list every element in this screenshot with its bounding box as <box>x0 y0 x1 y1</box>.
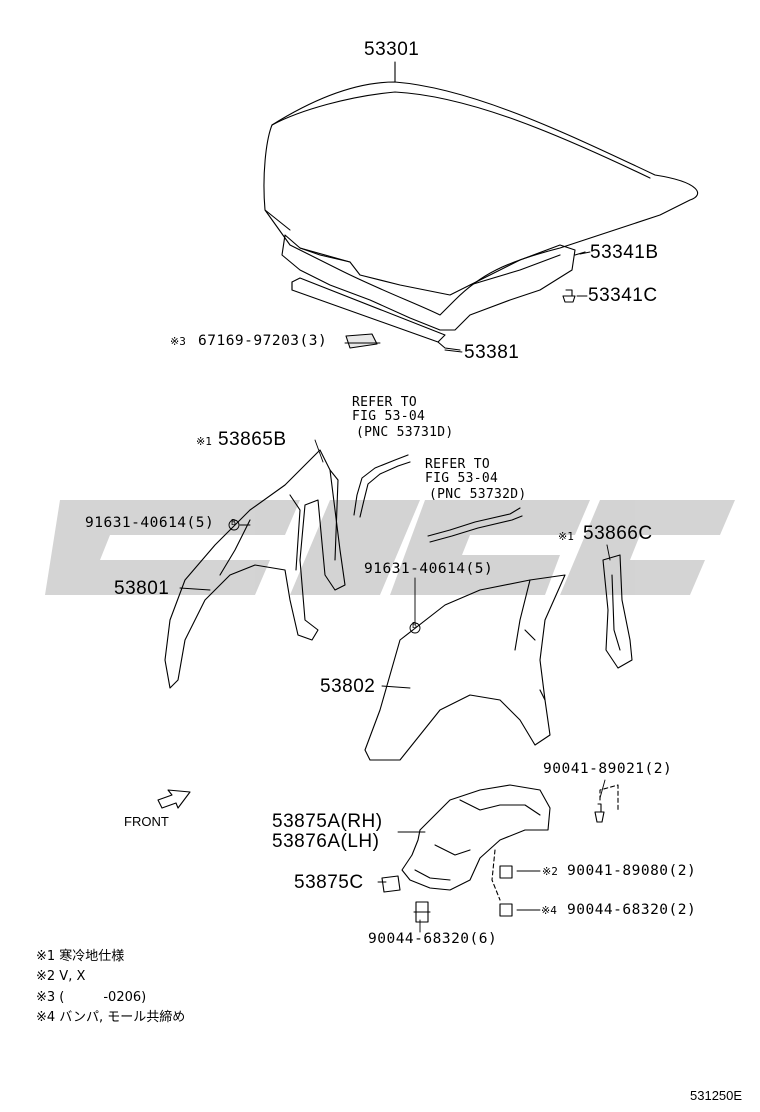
marker-b-1 <box>228 519 240 531</box>
label-liner-screw: 91631-40614(5) <box>85 515 215 531</box>
fender-liner-drawing <box>164 449 346 689</box>
note-3: ※3 ( -0206) <box>36 990 147 1005</box>
label-clip-d: 90044-68320(6) <box>368 931 498 947</box>
label-lock-support: 53381 <box>464 342 520 363</box>
note-4: ※4 バンパ, モール共締め <box>36 1010 186 1025</box>
label-liner-seal-mark: ※1 <box>196 435 212 448</box>
label-seal-rh-mark: ※1 <box>558 530 574 543</box>
label-fender: 53802 <box>320 676 376 697</box>
label-clip-b-mark: ※2 <box>542 865 558 878</box>
label-splash-lh: 53876A(LH) <box>272 831 380 852</box>
insulator-clip-drawing <box>562 289 576 303</box>
label-clip-b: 90041-89080(2) <box>567 863 697 879</box>
label-refer-b-2: FIG 53-04 <box>425 471 499 486</box>
label-refer-b-3: (PNC 53732D) <box>429 487 527 502</box>
refer-a-hose <box>353 454 411 518</box>
label-hood-seal-clip: 67169-97203(3) <box>198 333 328 349</box>
marker-b-2 <box>409 622 421 634</box>
clip-c-drawing <box>499 903 513 917</box>
label-splash-clip: 53875C <box>294 872 364 893</box>
label-seal-mark: ※3 <box>170 335 186 348</box>
leader-lines <box>179 251 611 933</box>
fender-drawing <box>364 574 566 761</box>
clip-b-drawing <box>499 865 513 879</box>
seal-clip-drawing <box>345 333 378 349</box>
label-clip-c: 90044-68320(2) <box>567 902 697 918</box>
clip-b-dash <box>491 849 501 901</box>
label-hood: 53301 <box>364 39 420 60</box>
label-clip-a: 90041-89021(2) <box>543 761 673 777</box>
clip-d-drawing <box>413 901 431 923</box>
hood-drawing <box>263 61 699 316</box>
clip-a-drawing <box>594 803 605 823</box>
label-fender-liner: 53801 <box>114 578 170 599</box>
splash-shield-drawing <box>401 784 551 891</box>
label-front: FRONT <box>124 814 169 829</box>
label-fender-screw: 91631-40614(5) <box>364 561 494 577</box>
label-splash-rh: 53875A(RH) <box>272 811 383 832</box>
hood-insulator-drawing <box>281 234 586 331</box>
front-arrow-icon <box>157 789 191 809</box>
note-2: ※2 V, X <box>36 969 86 984</box>
marker-b-label-1: B <box>231 518 236 527</box>
label-clip-c-mark: ※4 <box>541 904 557 917</box>
label-refer-a-3: (PNC 53731D) <box>356 425 454 440</box>
label-liner-seal: 53865B <box>218 429 287 450</box>
figure-code: 531250E <box>690 1088 743 1103</box>
marker-b-label-2: B <box>412 621 417 630</box>
label-seal-rh: 53866C <box>583 523 653 544</box>
lock-support-drawing <box>291 277 461 351</box>
note-1: ※1 寒冷地仕様 <box>36 949 125 964</box>
seal-rh-drawing <box>602 554 633 669</box>
splash-clip-drawing <box>381 875 401 893</box>
refer-b-hose <box>427 507 523 543</box>
label-refer-a-2: FIG 53-04 <box>352 409 426 424</box>
label-insulator-clip: 53341C <box>588 285 658 306</box>
label-refer-a-1: REFER TO <box>352 395 418 410</box>
label-refer-b-1: REFER TO <box>425 457 491 472</box>
label-hood-insulator: 53341B <box>590 242 659 263</box>
